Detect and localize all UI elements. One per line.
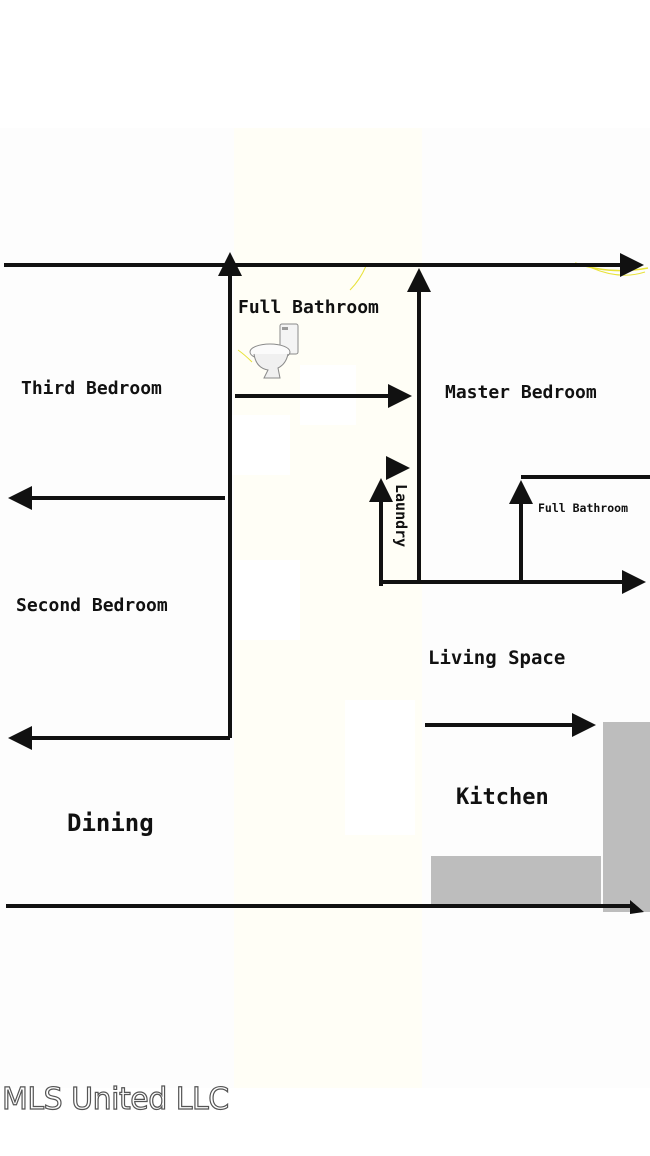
bottom-wall-arrowhead xyxy=(630,900,644,914)
watermark: MLS United LLC xyxy=(1,1081,229,1117)
room-label-living-space: Living Space xyxy=(428,647,565,669)
corridor-patch xyxy=(345,700,415,835)
room-label-third-bedroom: Third Bedroom xyxy=(21,378,162,399)
kitchen-counter-right xyxy=(603,722,650,912)
room-label-second-bedroom: Second Bedroom xyxy=(16,595,168,616)
room-label-full-bathroom-small: Full Bathroom xyxy=(538,501,628,515)
scribble-mark xyxy=(237,349,253,363)
scribble-mark xyxy=(349,265,367,291)
toilet-icon xyxy=(249,323,299,379)
kitchen-counter-bottom xyxy=(431,856,601,908)
corridor-patch xyxy=(230,560,300,640)
room-label-laundry: Laundry xyxy=(392,484,410,547)
room-label-dining: Dining xyxy=(67,809,154,837)
room-label-kitchen: Kitchen xyxy=(456,785,549,810)
corridor-patch xyxy=(230,415,290,475)
room-label-master-bedroom: Master Bedroom xyxy=(445,382,597,403)
room-label-full-bathroom: Full Bathroom xyxy=(238,297,379,318)
